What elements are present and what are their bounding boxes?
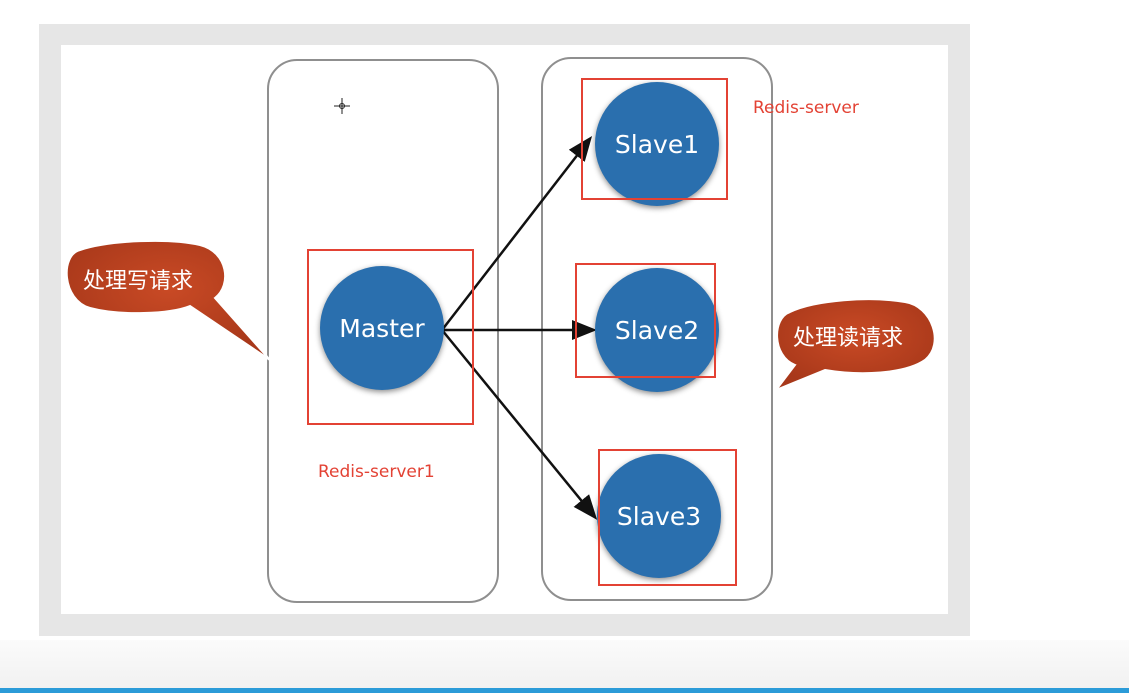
callout-write-bubble [65, 239, 271, 361]
node-master: Master [320, 266, 444, 390]
highlight-box-master [307, 249, 474, 425]
taskbar-progress-line [0, 688, 1129, 693]
edge-master-slave1 [441, 136, 593, 331]
callout-read-label: 处理读请求 [793, 326, 904, 351]
callout-write-label: 处理写请求 [83, 269, 194, 294]
highlight-box-slave1 [581, 78, 728, 200]
node-slave3: Slave3 [597, 454, 721, 578]
annotation-redis-server1: Redis-server1 [318, 462, 435, 482]
highlight-box-slave3 [598, 449, 737, 586]
callout-read-bubble [772, 298, 936, 393]
highlight-box-slave2 [575, 263, 716, 378]
taskbar [0, 640, 1129, 693]
edge-master-slave3 [441, 329, 598, 520]
node-slave1: Slave1 [595, 82, 719, 206]
crosshair-cursor-icon [334, 98, 350, 114]
node-slave2: Slave2 [595, 268, 719, 392]
annotation-redis-server: Redis-server [753, 98, 859, 118]
